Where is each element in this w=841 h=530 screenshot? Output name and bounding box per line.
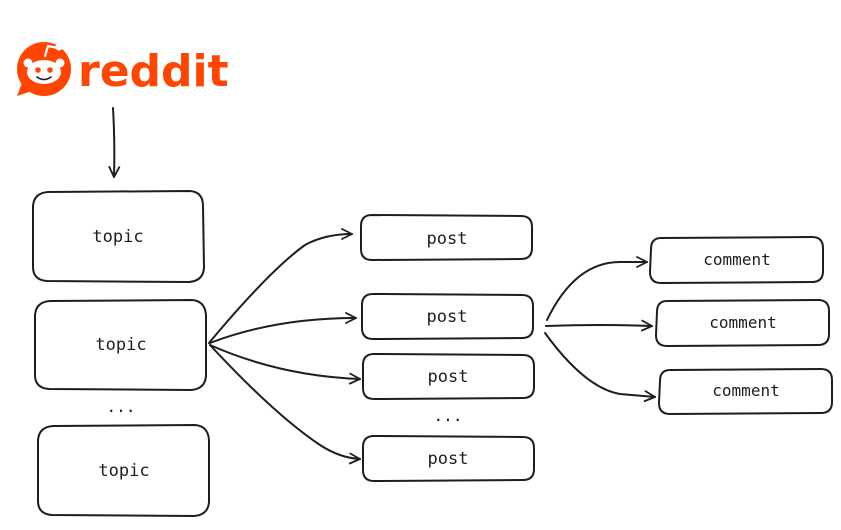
arrow-topic-to-post bbox=[209, 312, 357, 344]
comment-label: comment bbox=[703, 250, 770, 269]
comment-box: comment bbox=[657, 367, 833, 416]
reddit-snoo-icon bbox=[17, 42, 71, 96]
topic-box: topic bbox=[34, 298, 207, 392]
post-box: post bbox=[362, 352, 535, 401]
post-label: post bbox=[427, 307, 468, 327]
post-box: post bbox=[361, 292, 534, 341]
arrow-post-to-comment bbox=[545, 319, 653, 332]
arrow-post-to-comment bbox=[546, 256, 648, 321]
comment-box: comment bbox=[654, 298, 830, 348]
posts-ellipsis: ... bbox=[434, 406, 463, 425]
post-box: post bbox=[362, 434, 535, 483]
arrow-logo-to-topics bbox=[108, 107, 121, 178]
comment-label: comment bbox=[712, 381, 779, 400]
post-label: post bbox=[428, 367, 469, 387]
topics-ellipsis: ... bbox=[107, 397, 136, 416]
arrow-topic-to-post bbox=[209, 344, 361, 465]
post-label: post bbox=[428, 449, 469, 469]
arrow-topic-to-post bbox=[209, 344, 361, 385]
comment-box: comment bbox=[648, 235, 824, 285]
post-box: post bbox=[360, 213, 533, 262]
reddit-logo: reddit bbox=[17, 42, 229, 97]
arrow-post-to-comment bbox=[544, 332, 656, 403]
comment-label: comment bbox=[709, 313, 776, 332]
topic-label: topic bbox=[98, 461, 149, 481]
topic-label: topic bbox=[92, 227, 143, 247]
arrow-topic-to-post bbox=[208, 228, 353, 344]
post-label: post bbox=[427, 229, 468, 249]
topic-box: topic bbox=[37, 423, 210, 518]
topic-box: topic bbox=[32, 189, 206, 284]
reddit-wordmark: reddit bbox=[78, 46, 229, 97]
topic-label: topic bbox=[95, 335, 146, 355]
